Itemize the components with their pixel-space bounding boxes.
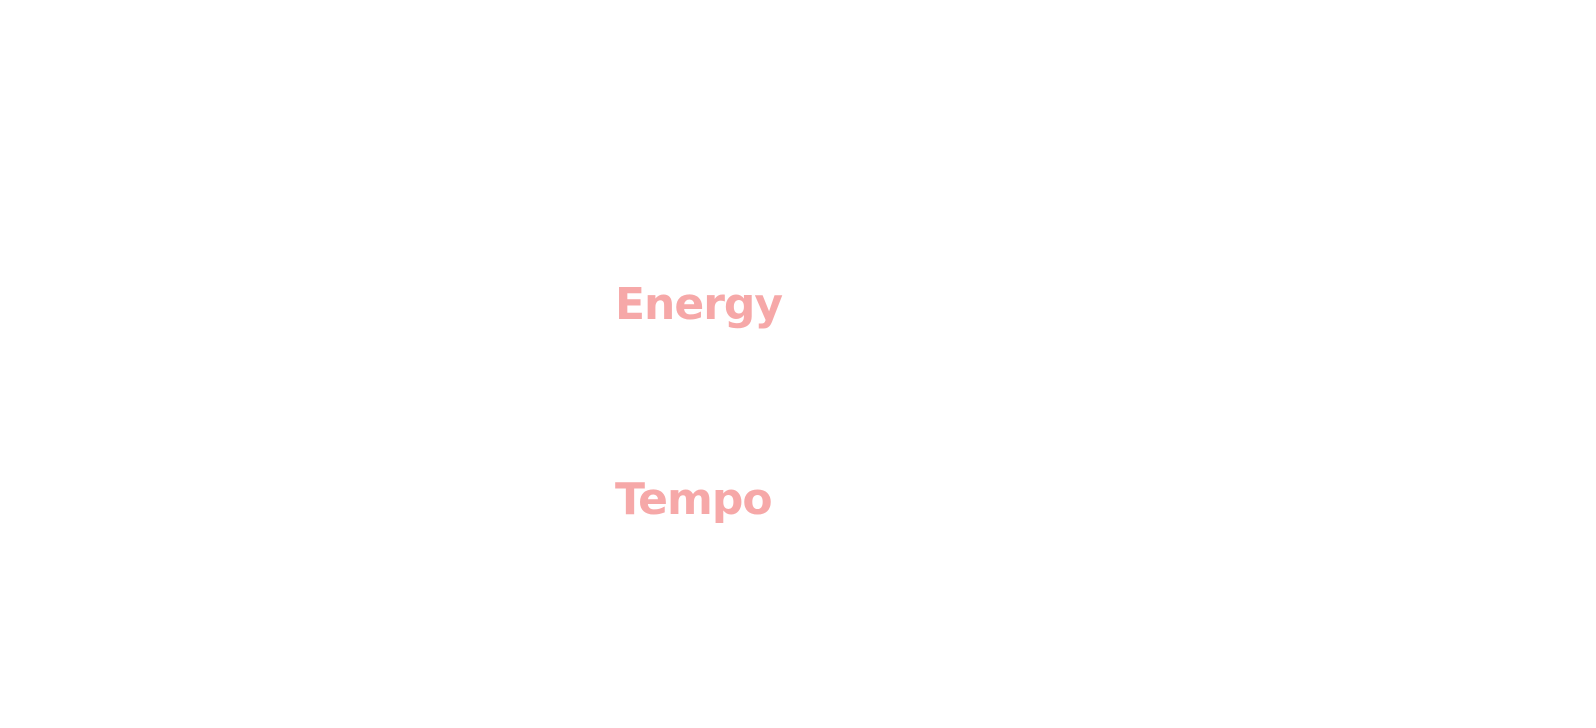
energy-label: Energy	[615, 279, 783, 330]
tempo-label: Tempo	[615, 474, 773, 525]
